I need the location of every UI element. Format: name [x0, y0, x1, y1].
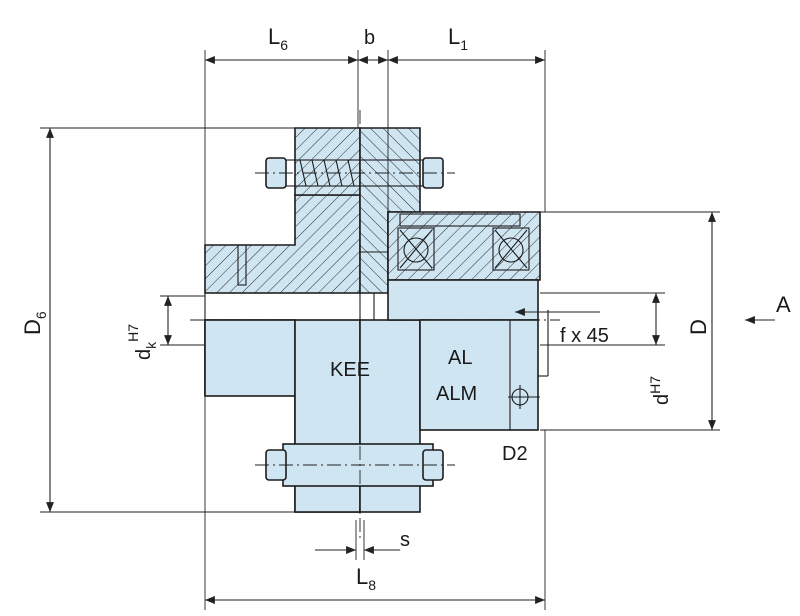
bearing-right	[492, 227, 530, 271]
label-kee: KEE	[330, 359, 370, 381]
right-hub	[387, 211, 549, 431]
bearing-left	[397, 227, 435, 271]
axial-screw	[399, 213, 521, 227]
right-sleeve-section	[387, 211, 541, 281]
right-hub-lower	[419, 319, 539, 431]
left-hub-bore	[204, 292, 361, 321]
label-l1: L1	[448, 24, 468, 53]
label-s: s	[400, 529, 410, 551]
dimensions	[40, 50, 775, 610]
label-alm: ALM	[436, 383, 477, 405]
label-f-x-45: f x 45	[560, 325, 609, 347]
left-boss-lower	[204, 319, 296, 397]
label-dh7: dH7	[647, 376, 673, 405]
label-l8: L8	[356, 564, 376, 593]
label-d6: D6	[20, 311, 49, 335]
label-b: b	[364, 27, 375, 49]
label-d: D	[686, 319, 711, 335]
label-d2: D2	[502, 443, 528, 465]
left-hub-section	[204, 194, 361, 294]
label-al: AL	[448, 347, 472, 369]
lower-bolt-assembly	[255, 443, 455, 487]
upper-bolt-assembly	[255, 157, 455, 189]
label-l6: L6	[268, 24, 288, 53]
left-flange-section	[294, 127, 361, 196]
label-dk: dkH7	[125, 324, 159, 360]
label-a: A	[776, 292, 791, 317]
right-inner-hub	[387, 279, 539, 321]
set-screw	[237, 244, 247, 286]
